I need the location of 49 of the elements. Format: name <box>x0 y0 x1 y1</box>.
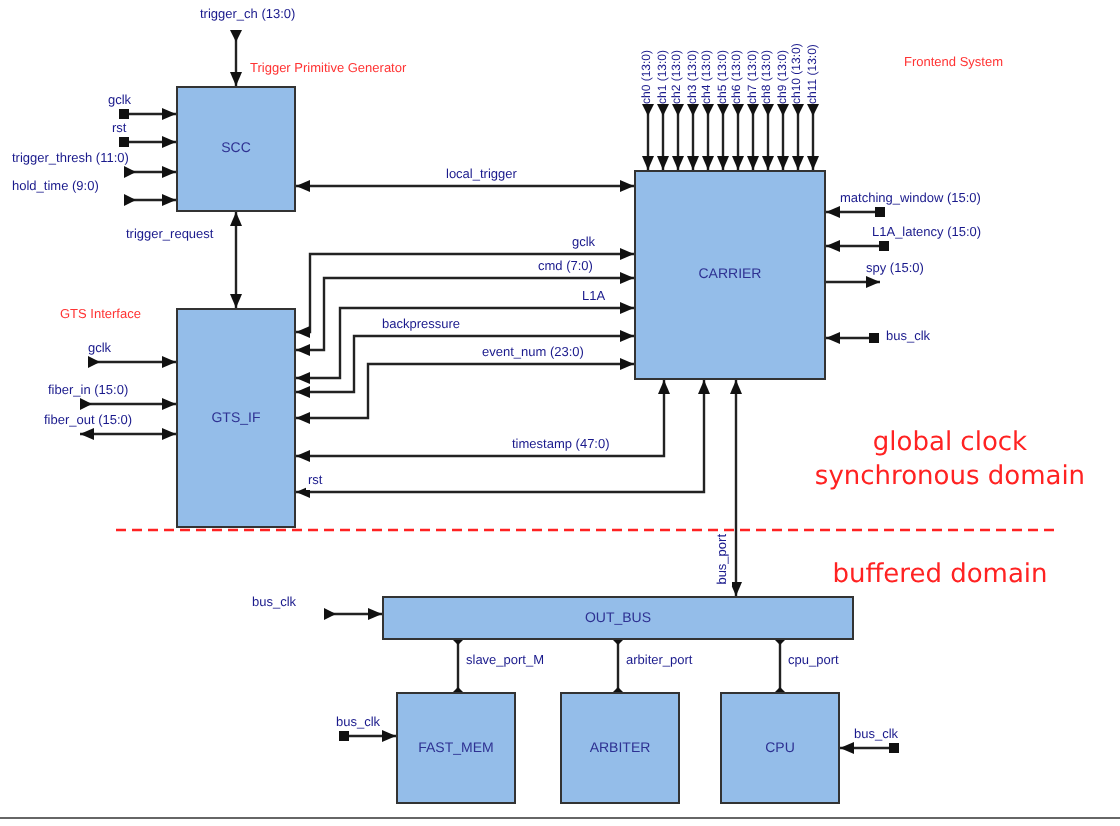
arrow <box>657 104 669 170</box>
module-block <box>382 596 854 640</box>
arrow <box>807 104 819 170</box>
arrow <box>296 248 634 338</box>
arrow <box>296 272 634 356</box>
arrow <box>296 380 670 462</box>
arrow <box>119 108 176 120</box>
arrow <box>230 212 242 308</box>
arrow <box>826 206 885 218</box>
arrow <box>296 330 634 398</box>
arrow <box>339 730 396 742</box>
arrow <box>296 180 634 192</box>
arrow <box>230 30 242 86</box>
arrow <box>732 104 744 170</box>
arrow <box>324 608 382 620</box>
arrow <box>826 240 889 252</box>
arrow <box>702 104 714 170</box>
arrow <box>840 742 899 754</box>
arrow <box>826 276 880 288</box>
arrow <box>88 356 176 368</box>
module-block <box>720 692 840 804</box>
arrow <box>642 104 654 170</box>
bus-link <box>453 635 463 697</box>
arrow <box>296 302 634 384</box>
arrow <box>826 332 879 344</box>
module-block <box>176 86 296 212</box>
arrow <box>730 380 742 596</box>
arrow <box>672 104 684 170</box>
bus-link <box>775 635 785 697</box>
arrow <box>747 104 759 170</box>
arrow <box>777 104 789 170</box>
arrow <box>792 104 804 170</box>
module-block <box>560 692 680 804</box>
arrow <box>124 194 176 206</box>
module-block <box>176 308 296 528</box>
arrow <box>296 358 634 424</box>
module-block <box>396 692 516 804</box>
arrow <box>119 136 176 148</box>
arrow <box>80 428 176 440</box>
domain-label: global clock synchronous domain <box>812 426 1088 494</box>
arrow <box>687 104 699 170</box>
arrow <box>80 398 176 410</box>
module-block <box>634 170 826 380</box>
arrow <box>124 166 176 178</box>
arrow <box>762 104 774 170</box>
arrow <box>296 380 710 498</box>
domain-label: buffered domain <box>830 558 1050 592</box>
arrow <box>717 104 729 170</box>
bus-link <box>613 635 623 697</box>
